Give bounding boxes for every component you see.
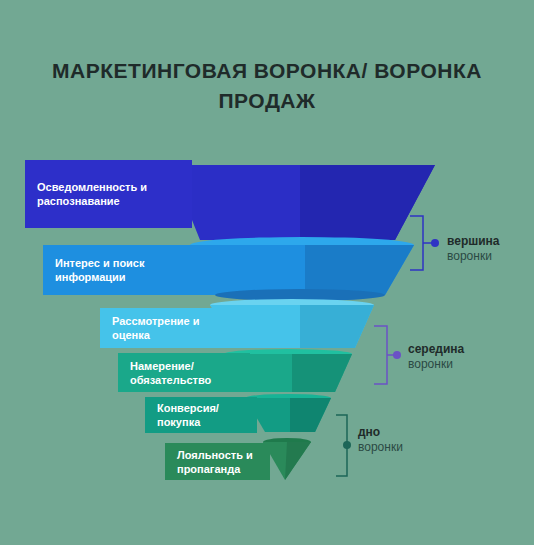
section-sublabel: воронки [447,249,492,264]
section-sublabel: воронки [358,440,403,455]
bracket-dot [431,239,439,247]
funnel-band: Намерение/ обязательство [118,353,250,392]
funnel-band: Осведомленность и распознавание [25,160,192,228]
funnel-band: Лояльность и пропаганда [165,443,270,480]
bracket-dot [393,351,401,359]
band-label: Рассмотрение и оценка [112,314,222,342]
funnel-band: Интерес и поиск информации [43,245,215,295]
bracket [387,354,394,356]
bracket-dot [343,441,351,449]
funnel-segment [245,398,331,432]
funnel-segment [190,245,414,295]
funnel-shade [300,305,374,348]
funnel-band: Рассмотрение и оценка [100,308,235,348]
section-label: середина [408,342,464,357]
band-label: Интерес и поиск информации [55,256,185,284]
band-label: Осведомленность и распознавание [37,180,184,208]
bracket [374,326,387,384]
band-label: Лояльность и пропаганда [177,448,262,476]
funnel-shade [285,442,311,480]
funnel-shade [290,398,331,432]
section-sublabel: воронки [408,357,453,372]
funnel-shade [292,354,352,392]
funnel-shade [305,245,414,295]
band-label: Конверсия/ покупка [157,401,247,429]
band-label: Намерение/ обязательство [130,359,240,387]
section-label: вершина [447,234,500,249]
funnel-band: Конверсия/ покупка [145,397,257,433]
bracket [423,242,432,244]
section-label: дно [358,425,380,440]
diagram-title: МАРКЕТИНГОВАЯ ВОРОНКА/ ВОРОНКА ПРОДАЖ [20,56,514,116]
bracket [410,216,423,270]
funnel-segment [263,442,311,480]
funnel-segment [170,165,435,240]
funnel-shade [300,165,435,240]
